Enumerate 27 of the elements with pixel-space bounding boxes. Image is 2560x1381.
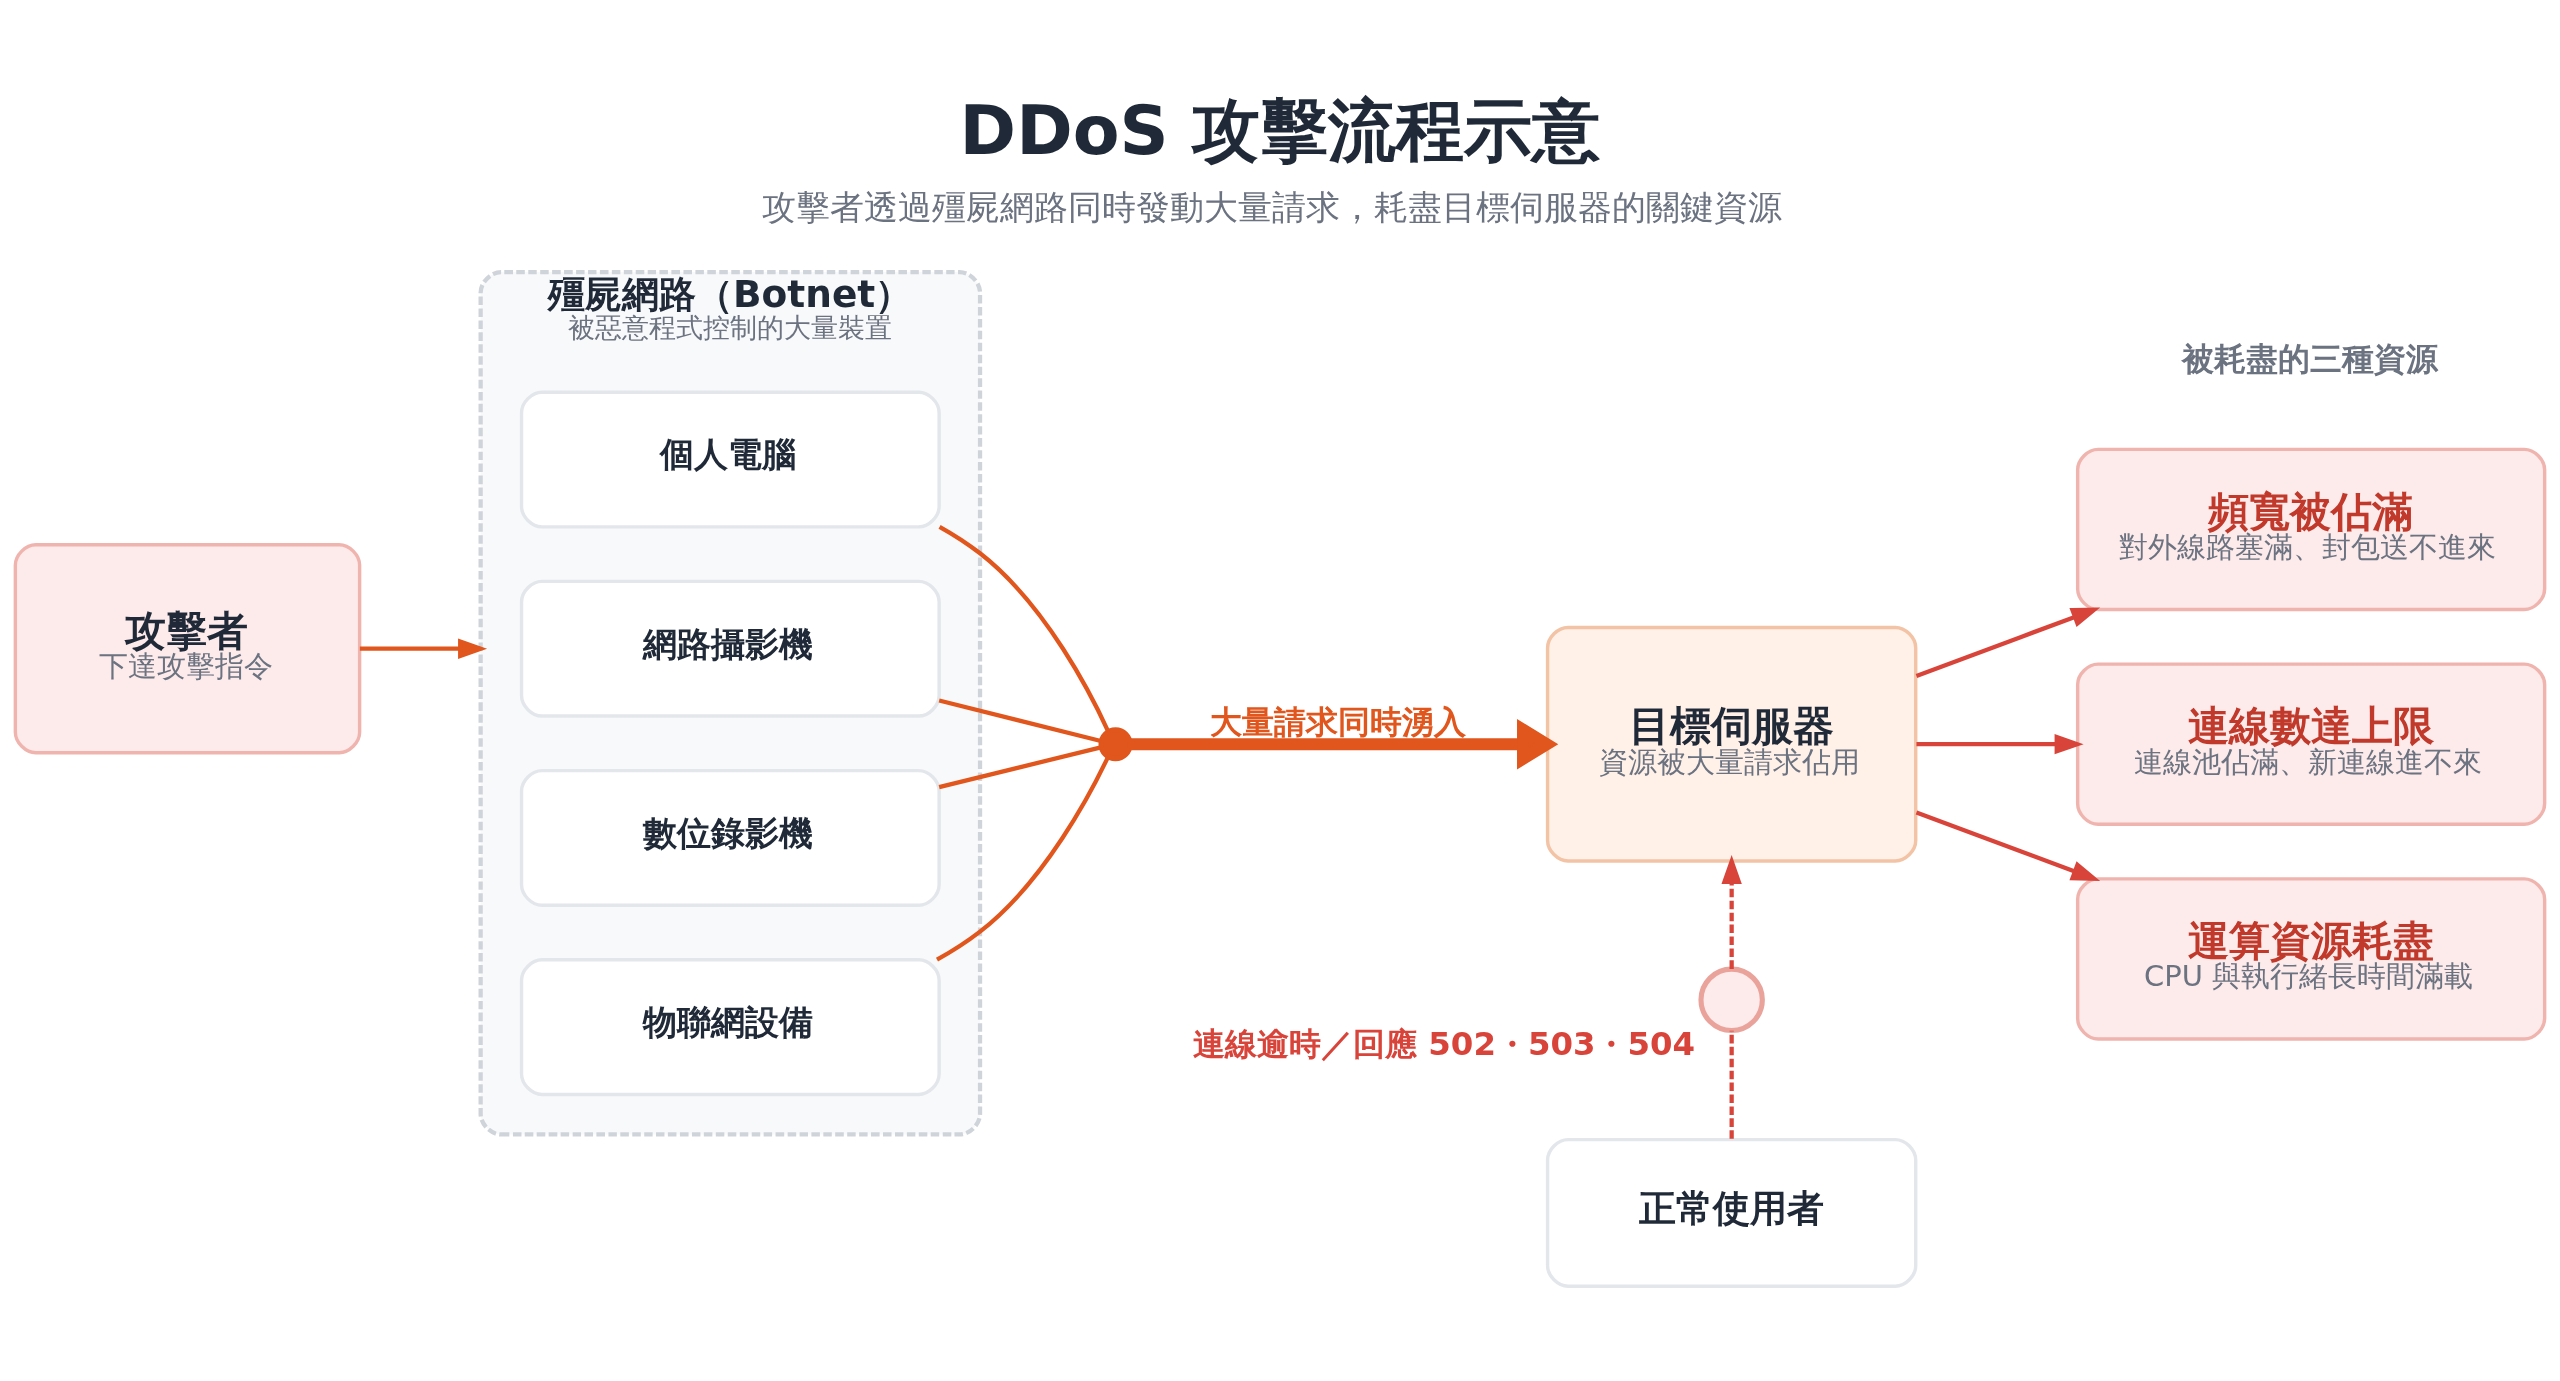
node-circle (1098, 727, 1133, 762)
connector (935, 756, 1110, 962)
node-box: 攻擊者 下達攻擊指令 (13, 543, 362, 755)
arrow (359, 638, 488, 659)
node-box: 正常使用者 (1545, 1137, 1918, 1288)
node-box: 目標伺服器 資源被大量請求佔用 (1545, 625, 1918, 863)
connector (938, 698, 1102, 743)
node-label: 連線逾時／回應 502・503・504 (1193, 1024, 1696, 1063)
node-box: 頻寬被佔滿 對外線路塞滿、封包送不進來 (2075, 447, 2547, 612)
node-box: 數位錄影機 (519, 768, 941, 907)
arrow (1915, 607, 2101, 678)
connector (938, 524, 1111, 733)
diagram-title: DDoS 攻擊流程示意 (959, 91, 1601, 171)
node-box: 個人電腦 (519, 390, 941, 529)
edge-label: 大量請求同時湧入 (1210, 702, 1467, 741)
caption: 攻擊者透過殭屍網路同時發動大量請求，耗盡目標伺服器的關鍵資源 (761, 187, 1782, 228)
arrow (1130, 718, 1559, 770)
label: 被耗盡的三種資源 (2182, 340, 2439, 379)
node-box: 運算資源耗盡 CPU 與執行緒長時間滿載 (2075, 877, 2547, 1041)
node-box: 網路攝影機 (519, 579, 941, 718)
node-circle (1698, 966, 1765, 1034)
arrow (1915, 810, 2101, 881)
arrow (1916, 734, 2084, 755)
connector (938, 745, 1102, 790)
arrow (1721, 854, 1742, 969)
node-box: 連線數達上限 連線池佔滿、新連線進不來 (2075, 662, 2547, 826)
node-box: 物聯網設備 (519, 958, 941, 1097)
